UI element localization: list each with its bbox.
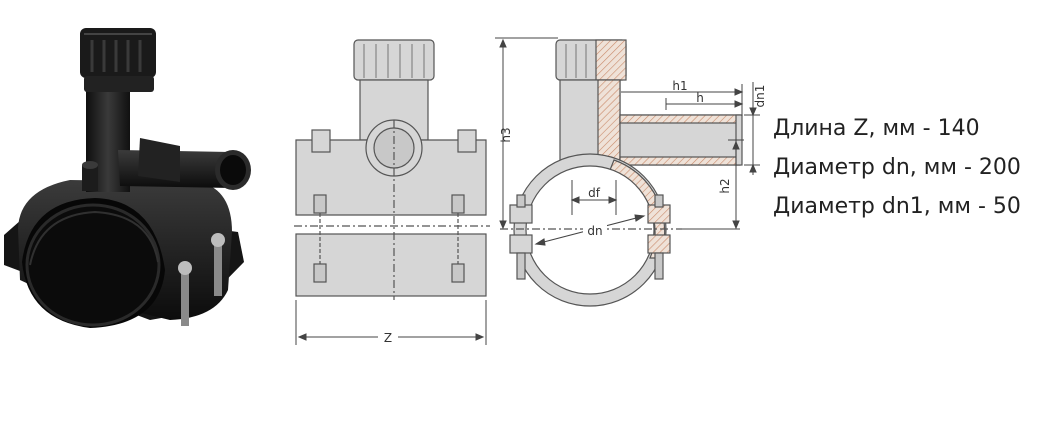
label-dn: dn bbox=[587, 224, 602, 238]
label-h1: h1 bbox=[672, 79, 687, 93]
label-h: h bbox=[696, 91, 704, 105]
side-view-drawing bbox=[500, 39, 743, 307]
label-z: Z bbox=[384, 331, 392, 345]
spec-diameter-dn1: Диаметр dn1, мм - 50 bbox=[773, 194, 1021, 219]
spec-length-z: Длина Z, мм - 140 bbox=[773, 116, 980, 141]
label-h2: h2 bbox=[718, 178, 732, 193]
front-view-drawing bbox=[294, 39, 490, 300]
label-h3: h3 bbox=[499, 127, 513, 142]
label-df: df bbox=[588, 186, 601, 200]
side-dimensions bbox=[495, 37, 760, 246]
spec-diameter-dn: Диаметр dn, мм - 200 bbox=[773, 155, 1021, 180]
product-photo bbox=[4, 28, 251, 328]
label-dn1: dn1 bbox=[753, 85, 767, 108]
z-dimension bbox=[295, 300, 487, 345]
